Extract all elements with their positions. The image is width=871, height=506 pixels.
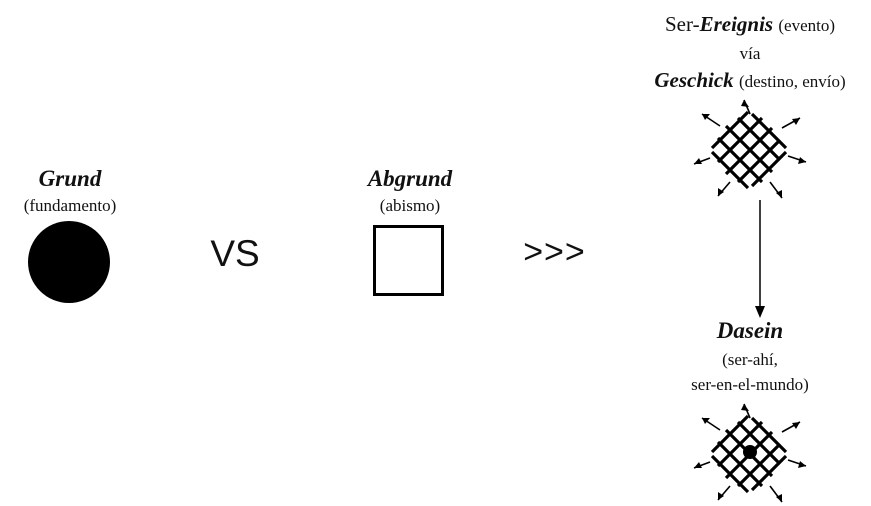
grund-title: Grund — [38, 166, 102, 191]
filled-circle-icon — [28, 221, 110, 303]
hatched-grid-radiating-arrows-with-center-dot-icon — [693, 403, 807, 503]
geschick-term: Geschick — [654, 68, 734, 92]
via-label: vía — [739, 44, 761, 63]
abgrund-title: Abgrund — [367, 166, 453, 191]
geschick-gloss: (destino, envío) — [738, 72, 846, 91]
ereignis-term: Ereignis — [699, 12, 774, 36]
dasein-gloss-line2: ser-en-el-mundo) — [691, 375, 809, 394]
empty-square-icon — [373, 225, 444, 296]
transition-label: >>> — [523, 233, 586, 271]
grund-subtitle: (fundamento) — [23, 196, 117, 215]
down-arrow-icon — [755, 200, 765, 318]
dasein-gloss-line1: (ser-ahí, — [722, 350, 778, 369]
ereignis-heading: Ser-Ereignis (evento) — [620, 12, 871, 37]
ereignis-gloss: (evento) — [778, 16, 835, 35]
hatched-grid-radiating-arrows-icon — [693, 99, 807, 199]
geschick-heading: Geschick (destino, envío) — [620, 68, 871, 93]
ereignis-prefix: Ser- — [665, 12, 700, 36]
dasein-title: Dasein — [716, 318, 784, 343]
abgrund-subtitle: (abismo) — [379, 196, 441, 215]
versus-label: VS — [210, 233, 260, 274]
